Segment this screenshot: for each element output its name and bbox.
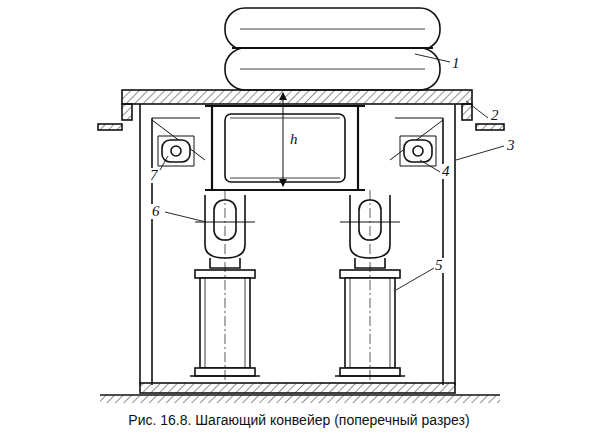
- dimension-label: h: [289, 132, 299, 147]
- callout-number: 7: [149, 168, 159, 183]
- figure-caption: Рис. 16.8. Шагающий конвейер (поперечный…: [0, 412, 598, 428]
- callout-number: 5: [434, 258, 444, 273]
- callout-number: 3: [506, 138, 516, 153]
- callout-number: 6: [151, 204, 161, 219]
- callout-number: 4: [441, 164, 451, 179]
- callout-number: 2: [490, 108, 500, 123]
- callout-number: 1: [451, 56, 461, 71]
